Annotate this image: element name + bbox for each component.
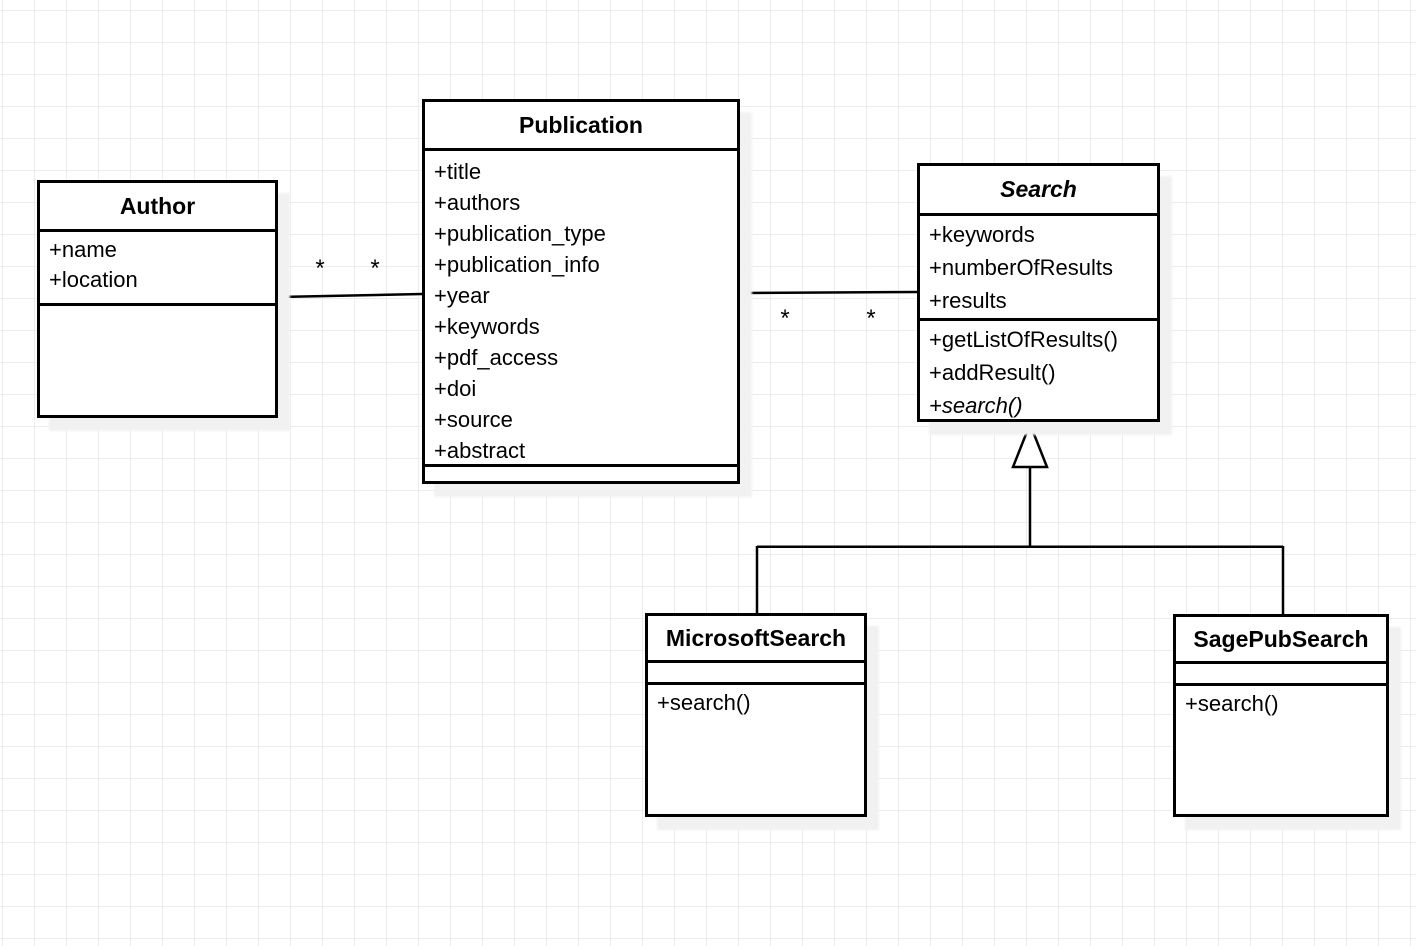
attribute-row: +doi: [434, 376, 477, 401]
attribute-row: +results: [929, 288, 1007, 313]
method-row-abstract: +search(): [929, 393, 1023, 418]
attribute-row: +keywords: [434, 314, 540, 339]
class-search-title: Search: [920, 166, 1157, 216]
attribute-row: +source: [434, 407, 513, 432]
attribute-row: +publication_type: [434, 221, 606, 246]
multiplicity-publication-end-right: *: [780, 305, 789, 332]
class-publication[interactable]: Publication +title +authors +publication…: [422, 99, 740, 484]
method-row: +search(): [657, 690, 751, 715]
attribute-row: +numberOfResults: [929, 255, 1114, 280]
association-author-publication-line[interactable]: [277, 292, 423, 299]
class-author-title: Author: [40, 183, 275, 232]
class-sagepubsearch-title: SagePubSearch: [1176, 617, 1386, 664]
attribute-row: +year: [434, 283, 490, 308]
association-publication-search-line[interactable]: [739, 290, 918, 295]
class-publication-methods: [425, 467, 737, 481]
class-sagepubsearch[interactable]: SagePubSearch +search(): [1173, 614, 1389, 817]
class-author[interactable]: Author +name +location: [37, 180, 278, 418]
attribute-row: +publication_info: [434, 252, 600, 277]
attribute-row: +pdf_access: [434, 345, 559, 370]
method-row: +getListOfResults(): [929, 327, 1118, 352]
multiplicity-publication-end-left: *: [370, 255, 379, 282]
method-row: +search(): [1185, 691, 1279, 716]
class-search-methods: +getListOfResults() +addResult() +search…: [920, 321, 1157, 419]
attribute-row: +keywords: [929, 222, 1035, 247]
class-publication-attributes: +title +authors +publication_type +publi…: [425, 151, 737, 467]
attribute-row: +authors: [434, 190, 521, 215]
class-author-attributes: +name +location: [40, 232, 275, 306]
attribute-row: +name: [49, 237, 117, 262]
class-sagepubsearch-methods: +search(): [1176, 686, 1386, 814]
class-microsoftsearch[interactable]: MicrosoftSearch +search(): [645, 613, 867, 817]
class-microsoftsearch-attributes: [648, 663, 864, 685]
method-row: +addResult(): [929, 360, 1056, 385]
class-search-attributes: +keywords +numberOfResults +results: [920, 216, 1157, 321]
multiplicity-search-end: *: [866, 305, 875, 332]
class-publication-title: Publication: [425, 102, 737, 151]
class-author-methods: [40, 306, 275, 415]
class-search[interactable]: Search +keywords +numberOfResults +resul…: [917, 163, 1160, 422]
attribute-row: +abstract: [434, 438, 526, 463]
multiplicity-author-end: *: [315, 255, 324, 282]
attribute-row: +location: [49, 267, 138, 292]
class-microsoftsearch-methods: +search(): [648, 685, 864, 814]
class-sagepubsearch-attributes: [1176, 664, 1386, 686]
generalization-arrowhead-icon[interactable]: [1011, 420, 1049, 469]
class-microsoftsearch-title: MicrosoftSearch: [648, 616, 864, 663]
attribute-row: +title: [434, 159, 482, 184]
